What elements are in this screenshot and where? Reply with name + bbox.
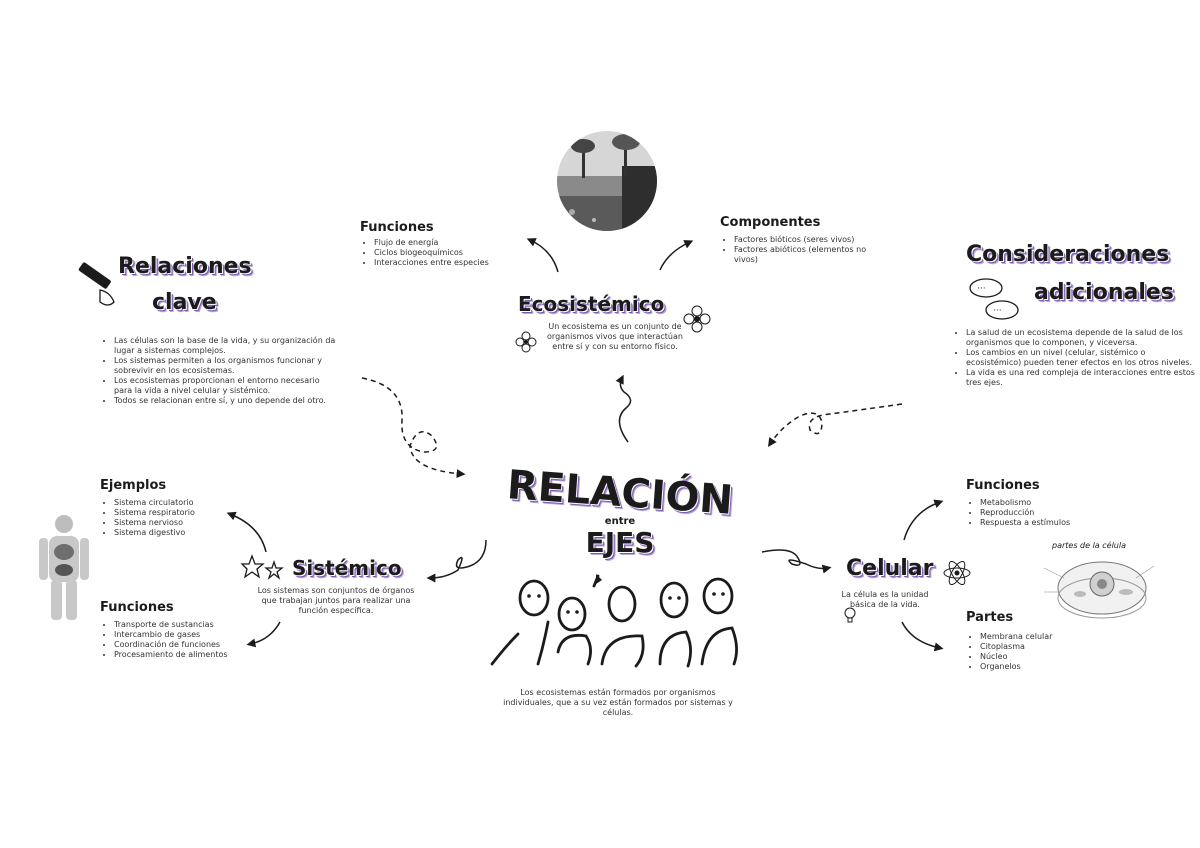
arrow-sistemico-to-ejemplos (226, 511, 267, 553)
center-subtitle: EJES (585, 526, 655, 559)
list-item: Los sistemas permiten a los organismos f… (114, 356, 336, 376)
list-item: Membrana celular (980, 632, 1100, 642)
speech-bubbles-icon: ··· ··· (969, 278, 1019, 320)
ecosystem-illustration-icon (557, 131, 657, 231)
celular-partes-list: Membrana celular Citoplasma Núcleo Organ… (970, 632, 1100, 672)
eco-funciones-heading: Funciones (360, 220, 434, 235)
center-connector: entre (604, 516, 636, 527)
list-item: Sistema digestivo (114, 528, 254, 538)
arrow-center-to-sistemico (426, 539, 487, 583)
pen-hand-icon (78, 262, 115, 306)
svg-text:···: ··· (993, 306, 1002, 316)
human-body-illustration-icon (39, 515, 89, 620)
arrow-to-eco-componentes (659, 240, 694, 271)
list-item: Los cambios en un nivel (celular, sistém… (966, 348, 1200, 368)
list-item: Transporte de sustancias (114, 620, 254, 630)
eco-componentes-list: Factores bióticos (seres vivos) Factores… (724, 235, 884, 265)
arrow-relaciones-to-center (361, 377, 466, 479)
eco-title: Ecosistémico (518, 292, 665, 316)
arrow-to-eco-funciones (526, 238, 559, 273)
celular-description: La célula es la unidad básica de la vida… (841, 590, 929, 609)
list-item: Metabolismo (980, 498, 1100, 508)
relaciones-title-line2: clave (152, 290, 217, 315)
celular-funciones-heading: Funciones (966, 478, 1040, 493)
consideraciones-title-line2: adicionales (1034, 280, 1174, 305)
sistemico-ejemplos-list: Sistema circulatorio Sistema respiratori… (104, 498, 254, 538)
list-item: Todos se relacionan entre sí, y uno depe… (114, 396, 336, 406)
list-item: Organelos (980, 662, 1100, 672)
list-item: Los ecosistemas proporcionan el entorno … (114, 376, 336, 396)
consideraciones-title-line1: Consideraciones (966, 242, 1170, 267)
eco-description: Un ecosistema es un conjunto de organism… (547, 322, 683, 351)
consideraciones-list: La salud de un ecosistema depende de la … (956, 328, 1200, 388)
list-item: La salud de un ecosistema depende de la … (966, 328, 1200, 348)
sistemico-funciones-list: Transporte de sustancias Intercambio de … (104, 620, 254, 660)
list-item: Procesamiento de alimentos (114, 650, 254, 660)
list-item: Ciclos biogeoquímicos (374, 248, 524, 258)
arrow-sistemico-to-funciones (246, 621, 281, 648)
flower-doodle-icon (683, 305, 711, 333)
list-item: Reproducción (980, 508, 1100, 518)
arrow-center-to-celular (761, 549, 832, 574)
sistemico-title: Sistémico (292, 556, 402, 580)
sistemico-ejemplos-heading: Ejemplos (100, 478, 167, 493)
center-caption: Los ecosistemas están formados por organ… (503, 688, 733, 717)
list-item: Sistema nervioso (114, 518, 254, 528)
lightbulb-icon (844, 607, 856, 623)
list-item: Sistema respiratorio (114, 508, 254, 518)
stars-doodle-icon (240, 554, 284, 580)
arrow-center-to-eco (615, 374, 632, 443)
svg-text:···: ··· (977, 284, 986, 294)
arrow-celular-to-partes (901, 621, 944, 652)
sistemico-description: Los sistemas son conjuntos de órganos qu… (257, 586, 415, 615)
list-item: Flujo de energía (374, 238, 524, 248)
celular-partes-heading: Partes (966, 610, 1014, 625)
list-item: Citoplasma (980, 642, 1100, 652)
relaciones-list: Las células son la base de la vida, y su… (104, 336, 336, 406)
list-item: Intercambio de gases (114, 630, 254, 640)
arrow-consideraciones-to-center (768, 403, 903, 447)
list-item: Las células son la base de la vida, y su… (114, 336, 336, 356)
celular-funciones-list: Metabolismo Reproducción Respuesta a est… (970, 498, 1100, 528)
eco-componentes-heading: Componentes (720, 215, 821, 230)
list-item: Factores bióticos (seres vivos) (734, 235, 884, 245)
celular-title: Celular (846, 556, 934, 581)
list-item: Interacciones entre especies (374, 258, 524, 268)
cell-diagram-label: partes de la célula (1052, 541, 1126, 550)
list-item: La vida es una red compleja de interacci… (966, 368, 1200, 388)
list-item: Sistema circulatorio (114, 498, 254, 508)
list-item: Coordinación de funciones (114, 640, 254, 650)
cell-diagram-illustration-icon (1043, 561, 1155, 619)
people-group-illustration-icon (490, 574, 738, 668)
list-item: Núcleo (980, 652, 1100, 662)
flower-doodle-small-icon (515, 331, 537, 353)
list-item: Respuesta a estímulos (980, 518, 1100, 528)
eco-funciones-list: Flujo de energía Ciclos biogeoquímicos I… (364, 238, 524, 268)
list-item: Factores abióticos (elementos no vivos) (734, 245, 884, 265)
arrow-celular-to-funciones (903, 499, 944, 541)
sistemico-funciones-heading: Funciones (100, 600, 174, 615)
atom-icon (943, 560, 971, 586)
relaciones-title-line1: Relaciones (118, 254, 252, 279)
